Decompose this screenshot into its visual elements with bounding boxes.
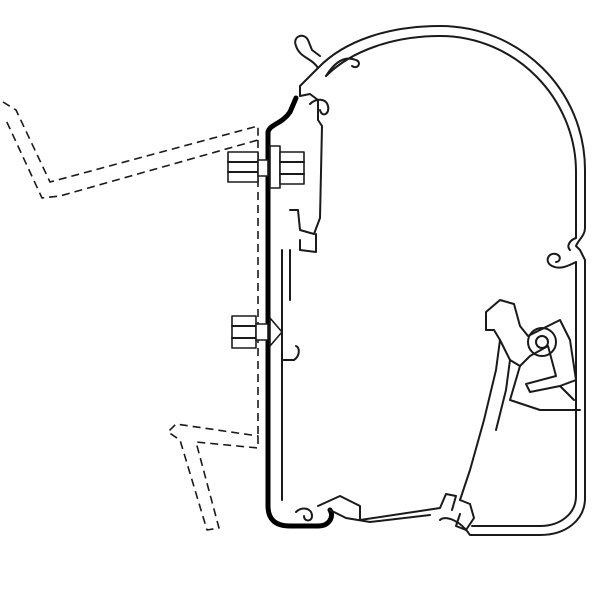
upper-channel <box>289 93 330 253</box>
adapter-bracket <box>265 95 334 529</box>
vehicle-wall-upper <box>2 101 259 199</box>
awning-profile-outer <box>317 25 586 536</box>
bottom-profile <box>295 493 475 531</box>
top-hook <box>294 34 360 97</box>
upper-bolt <box>227 145 305 189</box>
right-hook <box>546 237 577 269</box>
mid-hook <box>281 345 300 361</box>
lower-bolt <box>231 315 283 349</box>
inner-wall <box>281 249 291 501</box>
vehicle-wall-lower <box>167 423 259 531</box>
arm-mechanism <box>459 299 581 501</box>
